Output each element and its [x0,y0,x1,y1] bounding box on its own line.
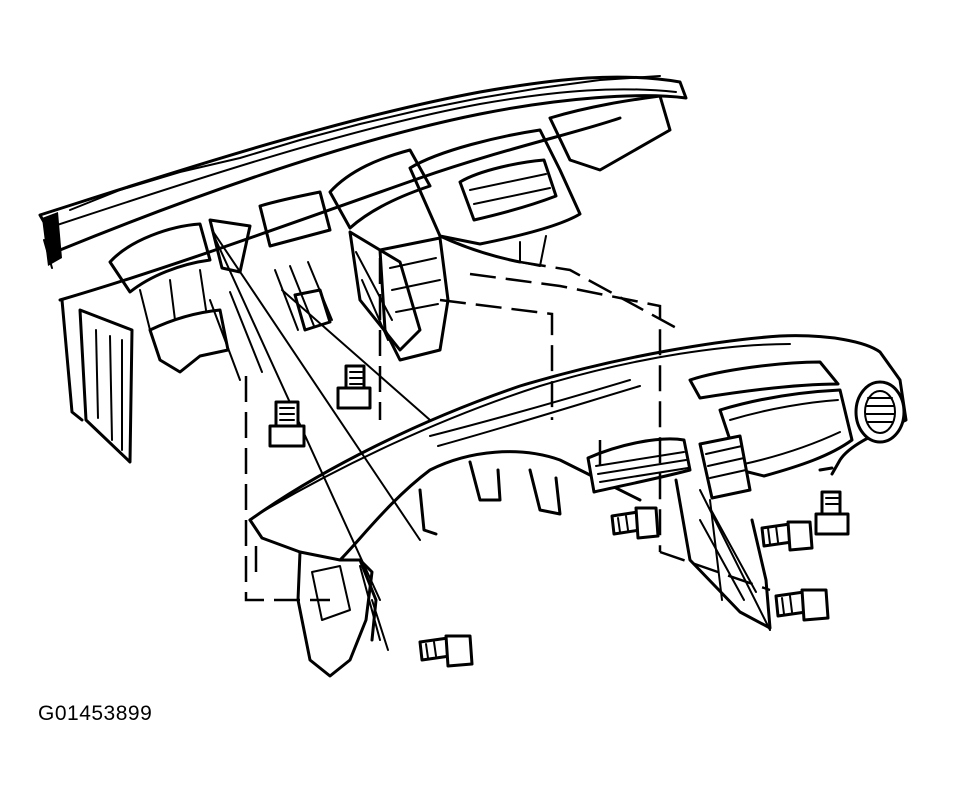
bolt-2 [336,364,372,410]
bolt-1 [268,400,306,448]
center-air-vent [586,437,692,494]
alignment-dashed-lines [244,258,771,602]
bolt-4 [760,520,814,552]
dash-frame-assembly [38,75,688,464]
bolt-6 [774,588,830,622]
bolt-7 [418,634,474,668]
instrument-panel-carrier [248,334,908,678]
bolt-3 [610,506,660,540]
figure-id-label: G01453899 [38,702,153,725]
side-air-vent [698,434,752,500]
round-air-vent [854,380,906,444]
bolt-5 [814,490,850,536]
